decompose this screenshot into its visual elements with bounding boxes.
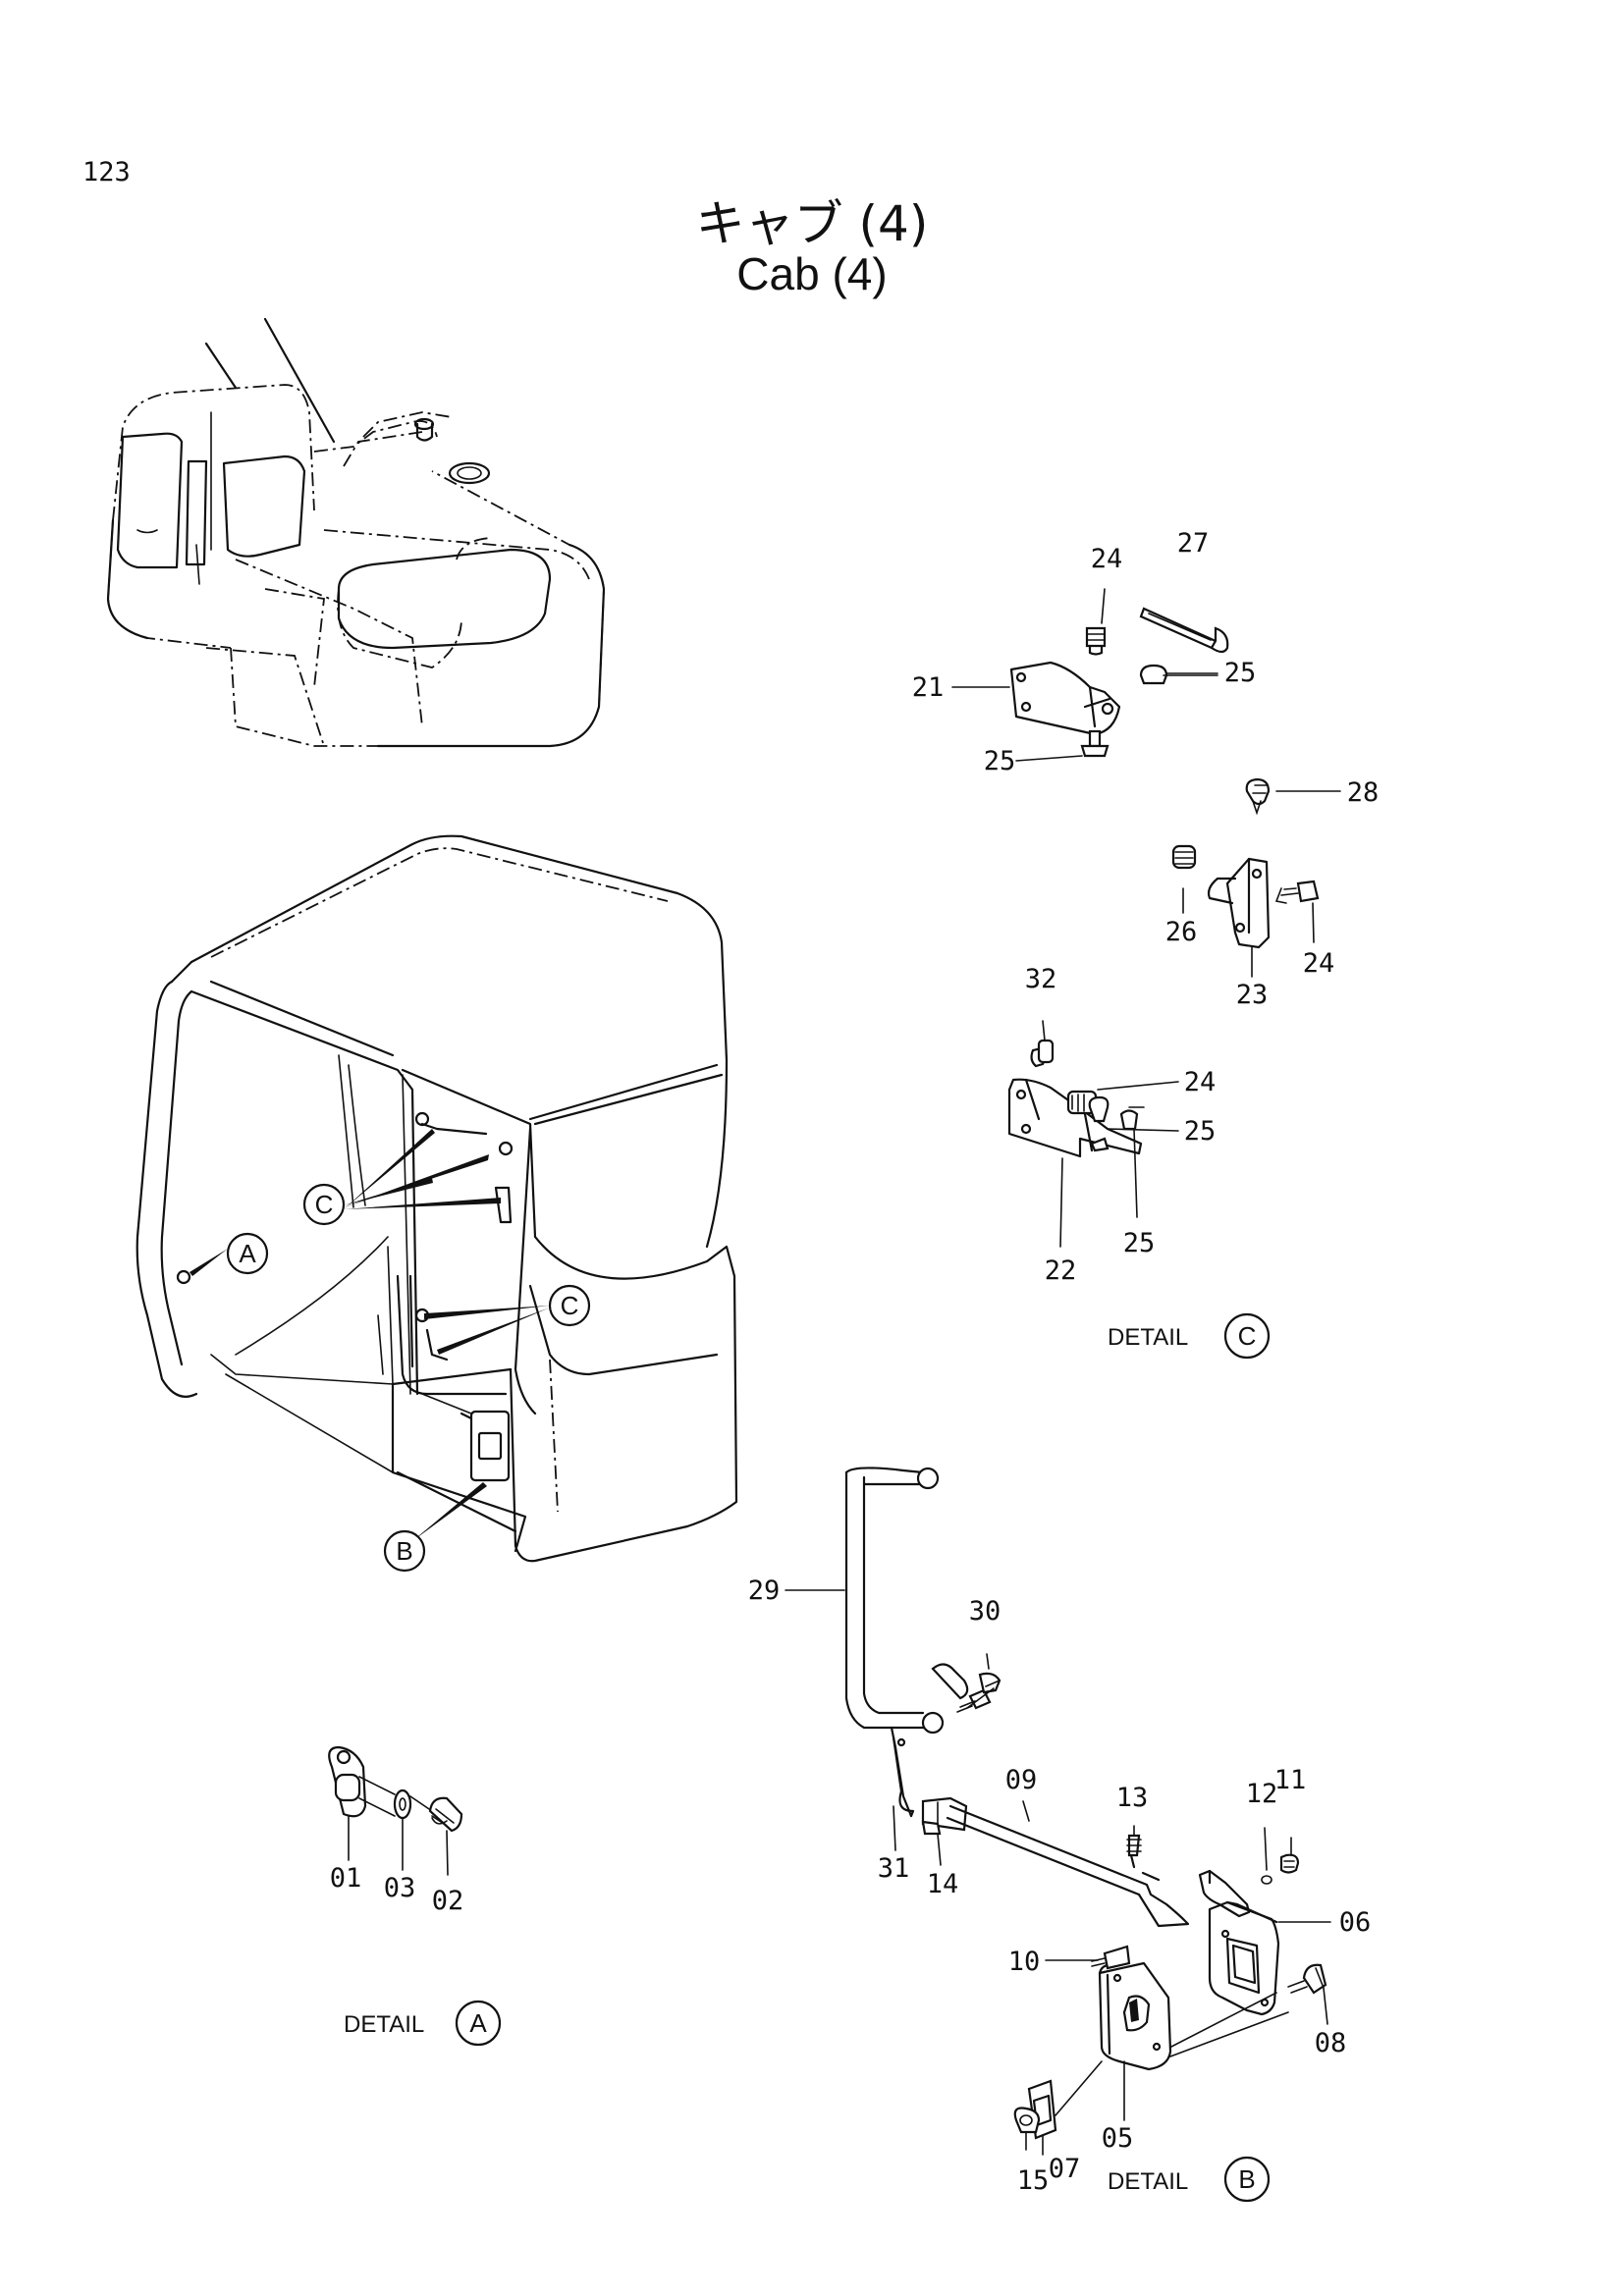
callout-31: 31 [878, 1853, 910, 1884]
view-markers: C C A B [189, 1129, 591, 1573]
detail-b-parts [844, 1467, 1327, 2140]
page-number: 123 [82, 157, 131, 187]
callout-32: 32 [1025, 964, 1057, 994]
callout-12: 12 [1246, 1779, 1278, 1809]
view-marker-c-lower [548, 1284, 591, 1327]
view-marker-a [226, 1232, 269, 1275]
detail-c-leaders [951, 588, 1341, 1248]
callout-13: 13 [1116, 1783, 1149, 1813]
callout-22: 22 [1045, 1255, 1077, 1286]
callout-24-c: 24 [1184, 1067, 1217, 1097]
detail-b-ref: B [1238, 2164, 1255, 2194]
detail-a-leaders [348, 1815, 449, 1876]
callout-10: 10 [1008, 1947, 1041, 1977]
view-marker-c-upper [302, 1183, 346, 1226]
callout-30: 30 [969, 1596, 1001, 1627]
callout-28: 28 [1347, 777, 1380, 808]
callout-15: 15 [1017, 2165, 1050, 2196]
callout-02: 02 [432, 1886, 464, 1916]
callout-08: 08 [1315, 2028, 1347, 2058]
callout-27: 27 [1177, 528, 1210, 559]
view-marker-c-lower-label: C [561, 1291, 579, 1320]
callout-07: 07 [1049, 2154, 1081, 2184]
callout-03: 03 [384, 1873, 416, 1903]
detail-c-label: DETAIL C [1108, 1312, 1271, 1360]
detail-a-ref: A [469, 2008, 487, 2038]
callout-05: 05 [1102, 2123, 1134, 2154]
callout-23: 23 [1236, 980, 1269, 1010]
excavator-overview [106, 317, 606, 748]
cab-main-view [135, 834, 738, 1563]
detail-b-label: DETAIL B [1108, 2156, 1271, 2203]
callout-21: 21 [912, 672, 945, 703]
view-marker-b-label: B [396, 1536, 412, 1566]
detail-c-ref: C [1238, 1321, 1257, 1351]
view-marker-c-upper-label: C [315, 1190, 334, 1219]
callout-25-d: 25 [1123, 1228, 1156, 1258]
detail-c-parts [1007, 607, 1320, 1158]
callout-01: 01 [330, 1863, 362, 1894]
callout-14: 14 [927, 1869, 959, 1899]
view-marker-b [383, 1529, 426, 1573]
detail-b-leaders [785, 1589, 1331, 2156]
callout-11: 11 [1274, 1765, 1307, 1795]
callout-09: 09 [1005, 1765, 1038, 1795]
callout-25-c: 25 [1184, 1116, 1217, 1147]
part-callouts: 24 27 21 25 25 28 26 24 23 32 24 25 25 2… [330, 528, 1380, 2196]
title-english: Cab (4) [736, 248, 888, 299]
callout-25: 25 [1224, 658, 1257, 688]
callout-24: 24 [1091, 544, 1123, 574]
callout-29: 29 [748, 1575, 781, 1606]
view-marker-a-label: A [239, 1239, 256, 1268]
detail-a-label: DETAIL A [344, 2000, 502, 2047]
detail-b-text: DETAIL [1108, 2168, 1188, 2195]
callout-25-lower: 25 [984, 746, 1016, 776]
callout-26: 26 [1165, 917, 1198, 947]
detail-a-parts [328, 1745, 463, 1833]
detail-a-text: DETAIL [344, 2011, 424, 2038]
callout-06: 06 [1339, 1907, 1372, 1938]
callout-24-b: 24 [1303, 948, 1335, 979]
title-japanese: キャブ (4) [695, 195, 929, 252]
detail-c-text: DETAIL [1108, 1324, 1188, 1351]
